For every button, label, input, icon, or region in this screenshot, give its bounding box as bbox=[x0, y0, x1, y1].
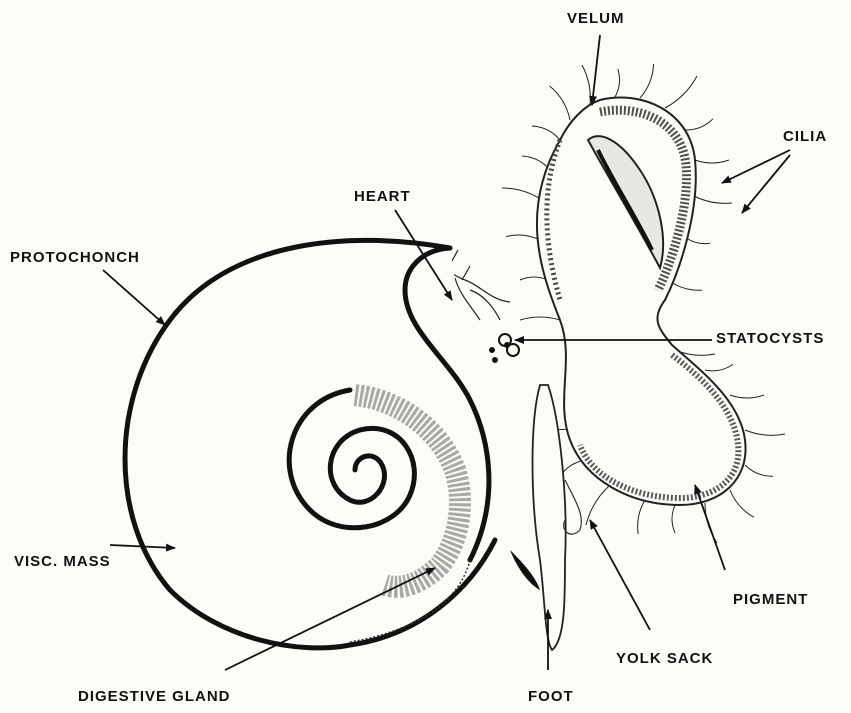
protochonch-arrow bbox=[103, 270, 165, 325]
label-statocysts: STATOCYSTS bbox=[716, 330, 824, 347]
cilium-hair bbox=[550, 86, 570, 120]
cilium-hair bbox=[520, 317, 560, 320]
cilium-hair bbox=[730, 490, 754, 517]
cilium-hair bbox=[586, 485, 610, 525]
label-cilia: CILIA bbox=[783, 128, 827, 145]
cilium-hair bbox=[665, 76, 697, 108]
cilium-hair bbox=[502, 188, 542, 200]
label-yolk-sack: YOLK SACK bbox=[616, 650, 713, 667]
label-pigment: PIGMENT bbox=[733, 591, 808, 608]
statocysts bbox=[490, 334, 519, 362]
cilium-hair bbox=[582, 65, 590, 105]
label-protochonch: PROTOCHONCH bbox=[10, 249, 140, 266]
cilium-hair bbox=[745, 430, 785, 435]
cilium-hair bbox=[705, 364, 733, 370]
yolk-sack-arrow bbox=[590, 520, 650, 630]
cilium-hair bbox=[705, 503, 717, 543]
cilium-hair bbox=[695, 160, 729, 163]
cilium-hair bbox=[730, 395, 764, 398]
cilium-hair bbox=[640, 64, 654, 98]
foot bbox=[510, 385, 566, 650]
label-digestive-gland: DIGESTIVE GLAND bbox=[78, 688, 231, 705]
cilia-arrow-2 bbox=[742, 155, 790, 213]
cilium-hair bbox=[745, 465, 773, 476]
label-visc-mass: VISC. MASS bbox=[14, 553, 111, 570]
label-velum: VELUM bbox=[567, 10, 625, 27]
velum-arrow bbox=[592, 35, 600, 105]
velum-lobe bbox=[537, 98, 746, 506]
label-foot: FOOT bbox=[528, 688, 574, 705]
cilium-hair bbox=[685, 119, 713, 130]
cilium-hair bbox=[615, 69, 620, 97]
label-heart: HEART bbox=[354, 188, 411, 205]
cilium-hair bbox=[506, 235, 540, 240]
cilium-hair bbox=[520, 277, 548, 280]
cilium-hair bbox=[638, 500, 645, 534]
cilium-hair bbox=[522, 156, 550, 170]
cilium-hair bbox=[672, 505, 675, 533]
cilium-hair bbox=[692, 195, 732, 203]
cilium-hair bbox=[532, 126, 560, 140]
